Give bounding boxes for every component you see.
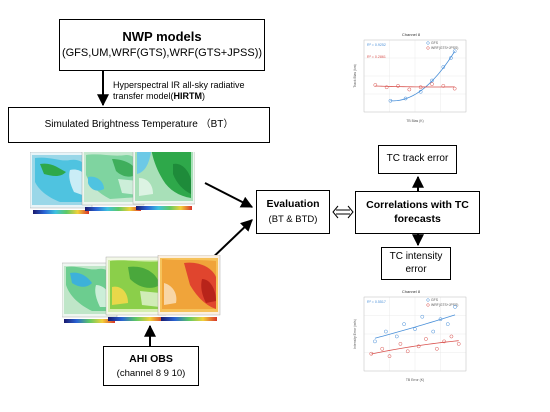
ahi-obs-sub: (channel 8 9 10)	[116, 367, 186, 379]
legend-label: GFS	[431, 41, 439, 45]
nwp-models-title: NWP models	[122, 29, 202, 44]
double-arrow-icon	[332, 205, 354, 219]
ahi-obs-box: AHI OBS (channel 8 9 10)	[103, 346, 199, 386]
plot-frame	[363, 296, 467, 372]
tc-track-error-box: TC track error	[378, 145, 457, 174]
hirtm-label: Hyperspectral IR all-sky radiative trans…	[113, 80, 283, 102]
tc-intensity-error-box: TC intensity error	[381, 247, 451, 280]
hirtm-line2: transfer model(HIRTM)	[113, 90, 206, 101]
chart-title: Channel 8	[402, 32, 421, 37]
ahi-obs-maps	[62, 255, 222, 330]
data-point	[388, 98, 393, 103]
simulated-bt-box: Simulated Brightness Temperature （BT）	[8, 107, 270, 143]
evaluation-sub: (BT & BTD)	[268, 214, 318, 226]
data-point	[384, 85, 389, 90]
data-point	[441, 65, 446, 69]
data-point	[418, 85, 423, 90]
data-point	[430, 82, 434, 86]
data-point	[394, 334, 399, 339]
obs-map-panel-3	[157, 255, 221, 321]
data-point	[430, 78, 434, 83]
legend-label: GFS	[431, 298, 439, 302]
data-point	[380, 346, 385, 351]
data-point	[452, 86, 457, 91]
data-point	[449, 56, 453, 60]
r-squared-label: R² = 0.5517	[367, 300, 386, 304]
data-point	[420, 314, 425, 319]
data-point	[405, 349, 410, 354]
data-point	[413, 327, 417, 331]
data-point	[396, 84, 400, 88]
legend-marker	[426, 303, 430, 307]
y-axis-label: Track Bias (km)	[353, 64, 357, 88]
trend-line	[375, 85, 455, 88]
simulated-bt-label: Simulated Brightness Temperature （BT）	[44, 118, 234, 130]
data-point	[407, 87, 412, 92]
data-point	[418, 89, 423, 94]
chart-background	[352, 30, 470, 124]
arrow-sim-maps-to-eval	[204, 182, 254, 208]
trend-line	[390, 51, 456, 102]
tc-intensity-error-line1: TC intensity	[389, 251, 443, 262]
chart-title: Channel 8	[402, 289, 421, 294]
x-axis-label: TB Error (K)	[406, 378, 424, 382]
data-point	[435, 346, 439, 351]
legend-label: WRF(GTS+JPSS)	[431, 303, 458, 307]
sim-map-panel-3	[132, 152, 195, 210]
data-point	[373, 339, 377, 344]
data-point	[441, 84, 446, 88]
simulated-bt-maps	[30, 152, 195, 222]
obs-map-panel-2	[105, 256, 167, 321]
evaluation-title: Evaluation	[266, 198, 320, 210]
tc-track-error-label: TC track error	[386, 153, 449, 165]
data-point	[456, 342, 461, 346]
data-point	[452, 49, 457, 54]
nwp-models-list: (GFS,UM,WRF(GTS),WRF(GTS+JPSS))	[61, 47, 263, 60]
tc-intensity-error-line2: error	[405, 263, 427, 275]
legend-label: WRF(GTS+JPSS)	[431, 46, 458, 50]
sim-map-panel-1	[30, 152, 93, 214]
correlations-box: Correlations with TC forecasts	[355, 191, 480, 234]
x-axis-label: TB Bias (K)	[406, 119, 423, 123]
data-point	[384, 329, 388, 334]
data-point	[369, 351, 374, 356]
evaluation-box: Evaluation (BT & BTD)	[256, 190, 330, 234]
data-point	[387, 354, 392, 359]
ahi-obs-title: AHI OBS	[129, 352, 173, 365]
data-point	[398, 342, 403, 346]
data-point	[424, 337, 428, 341]
trend-line	[374, 314, 456, 339]
data-point	[442, 339, 446, 344]
plot-frame	[363, 39, 467, 113]
r-squared-label: R² = 0.2861	[367, 55, 386, 59]
correlations-label: Correlations with TC forecasts	[366, 199, 469, 225]
legend-marker	[426, 41, 430, 45]
data-point	[402, 322, 406, 326]
legend-marker	[426, 298, 430, 302]
data-point	[403, 96, 408, 101]
nwp-models-box: NWP models (GFS,UM,WRF(GTS),WRF(GTS+JPSS…	[59, 19, 265, 71]
intensity-error-scatter-chart: Channel 8 TB Error (K) Intensity Error (m/…	[352, 287, 470, 383]
hirtm-line1: Hyperspectral IR all-sky radiative	[113, 80, 245, 90]
data-point	[449, 334, 454, 339]
data-point	[373, 83, 378, 87]
trend-line	[371, 340, 459, 355]
data-point	[416, 344, 421, 349]
data-point	[453, 305, 457, 309]
y-axis-label: Intensity Error (m/s)	[353, 319, 357, 349]
data-point	[438, 317, 443, 322]
legend-marker	[426, 46, 430, 50]
r-squared-label: R² = 0.9252	[367, 43, 386, 47]
data-point	[431, 329, 436, 334]
data-point	[445, 322, 450, 326]
